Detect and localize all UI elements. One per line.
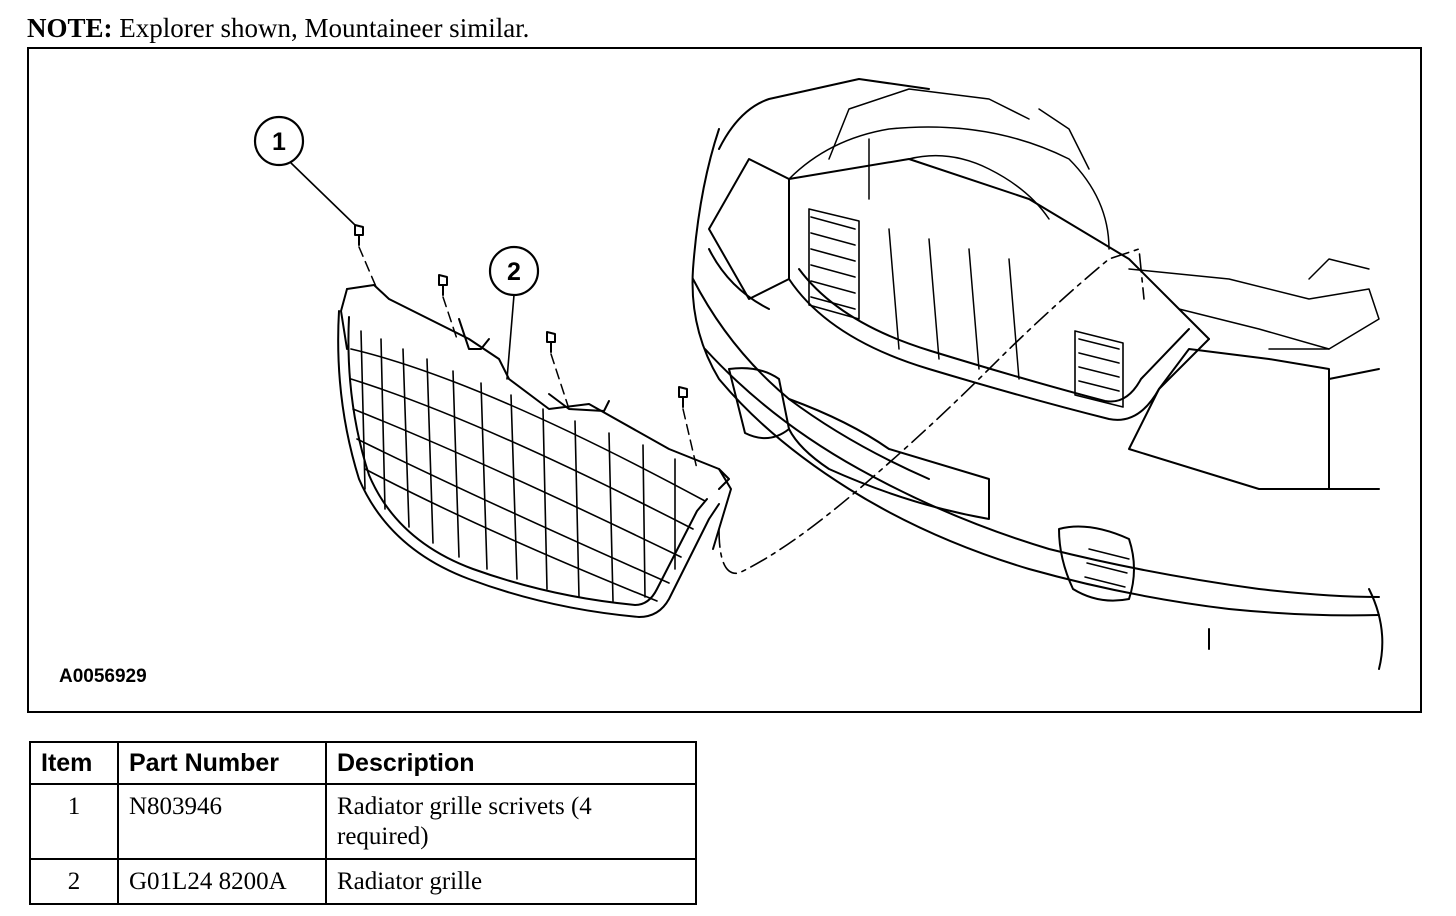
cell-part-number: G01L24 8200A xyxy=(117,858,327,905)
illustration-frame: 1 2 A0056929 xyxy=(27,47,1422,713)
figure-id: A0056929 xyxy=(59,666,147,687)
note-label: NOTE: xyxy=(27,13,113,43)
cell-item: 1 xyxy=(29,783,119,860)
table-row: 2 G01L24 8200A Radiator grille xyxy=(29,858,697,905)
header-item: Item xyxy=(29,741,119,785)
table-header-row: Item Part Number Description xyxy=(29,741,697,785)
header-description: Description xyxy=(325,741,697,785)
callout-2-label: 2 xyxy=(507,258,521,286)
scrivet-drawings xyxy=(354,224,698,470)
radiator-grille-drawing xyxy=(337,284,732,618)
cell-description: Radiator grille scrivets (4 required) xyxy=(325,783,697,860)
vehicle-front-drawing xyxy=(691,78,1384,670)
cell-description: Radiator grille xyxy=(325,858,697,905)
cell-item: 2 xyxy=(29,858,119,905)
grille-illustration: 1 2 xyxy=(253,78,1384,670)
note-text: Explorer shown, Mountaineer similar. xyxy=(112,13,530,43)
parts-table: Item Part Number Description 1 N803946 R… xyxy=(29,741,697,905)
callout-2 xyxy=(488,245,540,380)
note-line: NOTE: Explorer shown, Mountaineer simila… xyxy=(27,11,529,45)
header-part-number: Part Number xyxy=(117,741,327,785)
callout-1 xyxy=(253,115,356,226)
cell-part-number: N803946 xyxy=(117,783,327,860)
table-row: 1 N803946 Radiator grille scrivets (4 re… xyxy=(29,783,697,860)
callout-1-label: 1 xyxy=(272,128,286,156)
